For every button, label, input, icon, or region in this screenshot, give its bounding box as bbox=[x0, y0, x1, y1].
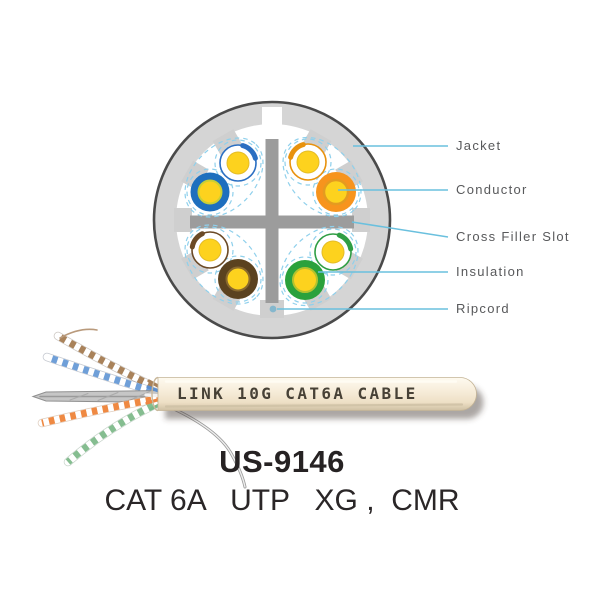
label-ripcord: Ripcord bbox=[456, 301, 510, 316]
pair-guides bbox=[184, 136, 362, 307]
wire-white-blue bbox=[219, 143, 258, 182]
product-specs: CAT 6A UTP XG , CMR bbox=[104, 484, 460, 517]
leader-lines bbox=[277, 145, 449, 310]
wire-blue bbox=[190, 172, 230, 212]
cross-filler-slot bbox=[190, 139, 354, 303]
wire-orange bbox=[316, 172, 356, 212]
cross-section-diagram bbox=[152, 100, 392, 340]
product-model: US-9146 bbox=[219, 444, 345, 479]
label-insulation: Insulation bbox=[456, 264, 525, 279]
wire-white-orange bbox=[288, 142, 327, 181]
label-conductor: Conductor bbox=[456, 182, 528, 197]
cable-jacket-tube bbox=[151, 376, 477, 412]
label-jacket: Jacket bbox=[456, 138, 502, 153]
wire-green bbox=[285, 260, 325, 300]
ripcord-dot bbox=[269, 305, 277, 313]
twisted-pairs bbox=[31, 328, 247, 489]
label-cross-filler-slot: Cross Filler Slot bbox=[456, 229, 570, 244]
wire-white-brown bbox=[189, 231, 229, 269]
cable-photo bbox=[31, 328, 484, 489]
leader-cross-filler bbox=[351, 221, 449, 238]
wire-white-green bbox=[314, 232, 354, 271]
cable-jacket-print: LINK 10G CAT6A CABLE bbox=[177, 384, 418, 403]
wire-brown bbox=[218, 259, 258, 299]
